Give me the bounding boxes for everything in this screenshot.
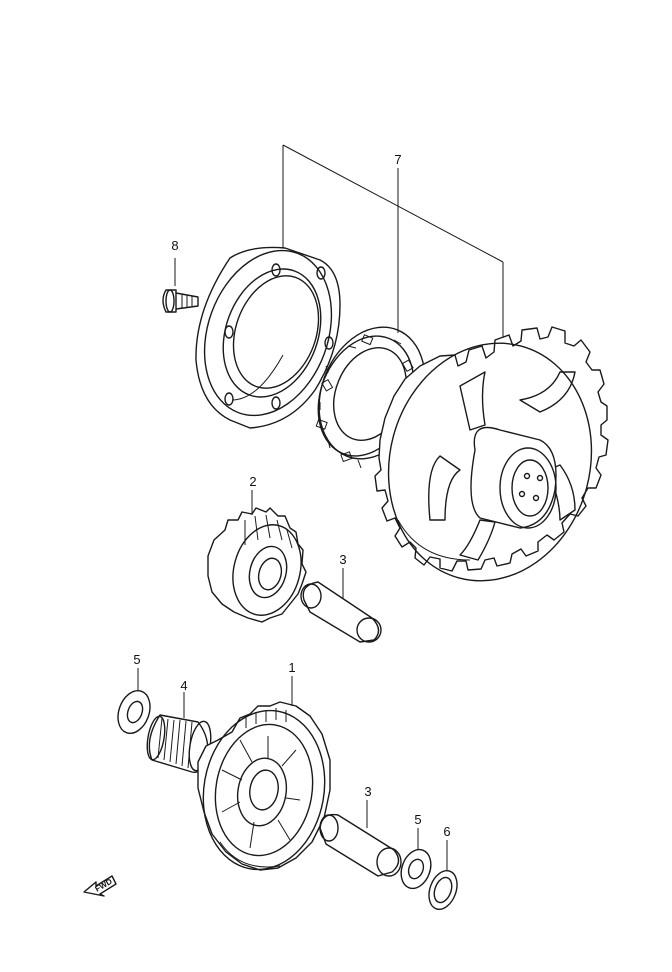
part-5-washer-right bbox=[400, 828, 432, 890]
part-2-idler-gear bbox=[207, 490, 307, 623]
callout-7: 7 bbox=[394, 152, 401, 167]
callout-3-upper: 3 bbox=[339, 552, 346, 567]
callout-2: 2 bbox=[249, 474, 256, 489]
callout-5-right: 5 bbox=[414, 812, 421, 827]
gear-spokes bbox=[428, 371, 576, 561]
callout-6: 6 bbox=[443, 824, 450, 839]
part-5-washer-left bbox=[117, 668, 151, 735]
part-7-clutch-housing bbox=[195, 246, 341, 429]
callout-8: 8 bbox=[171, 238, 178, 253]
fwd-arrow-icon: FWD bbox=[83, 875, 117, 897]
starter-clutch-gear bbox=[374, 326, 609, 582]
callout-4: 4 bbox=[180, 678, 187, 693]
gear-hub bbox=[470, 426, 557, 529]
part-6-shim bbox=[428, 840, 458, 911]
part-3-shaft-lower bbox=[319, 800, 402, 877]
part-4-needle-bearing bbox=[146, 692, 212, 773]
part-3-shaft-upper bbox=[300, 568, 382, 643]
callout-1: 1 bbox=[288, 660, 295, 675]
callout-5-left: 5 bbox=[133, 652, 140, 667]
callout-labels: 7 8 2 3 5 1 4 3 5 6 bbox=[133, 152, 450, 839]
assembly-bracket bbox=[282, 144, 504, 340]
callout-3-lower: 3 bbox=[364, 784, 371, 799]
part-8-bolt bbox=[162, 258, 199, 313]
bolt-holes bbox=[224, 263, 334, 410]
part-1-driven-gear bbox=[197, 676, 331, 871]
